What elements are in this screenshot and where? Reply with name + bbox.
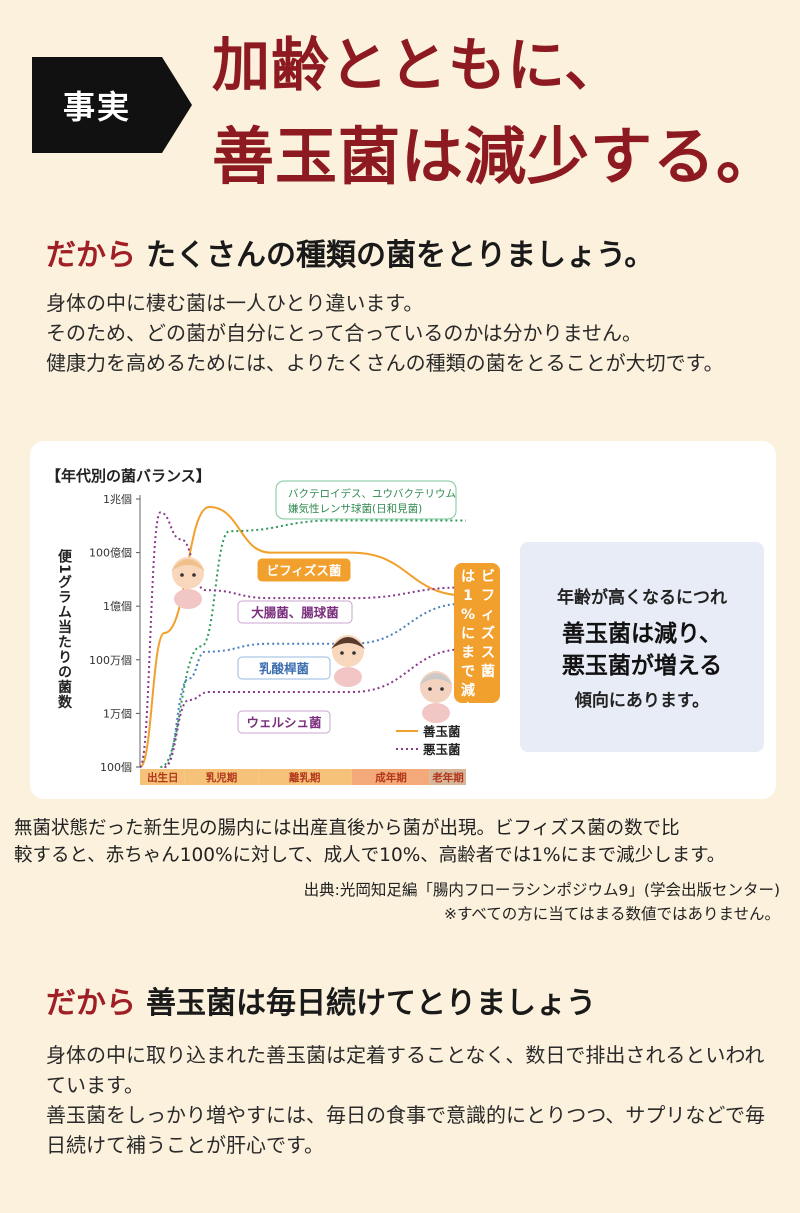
section2-title: だから善玉菌は毎日続けてとりましょう: [46, 978, 596, 1022]
section1-paragraph: そのため、どの菌が自分にとって合っているのかは分かりません。: [46, 321, 642, 345]
callout-char: ィ: [481, 607, 495, 623]
section1-body: 身体の中に棲む菌は一人ひとり違います。 そのため、どの菌が自分にとって合っている…: [46, 288, 766, 378]
baby-illustration-hair: [171, 559, 205, 571]
adult-illustration-hair: [331, 637, 365, 649]
callout-char: は: [461, 569, 475, 585]
series-label-lactobacillus: 乳酸桿菌: [259, 661, 310, 676]
summary-line4: 傾向にあります。: [574, 691, 710, 711]
caption-line: 無菌状態だった新生児の腸内には出産直後から菌が出現。ビフィズス菌の数で比: [14, 818, 680, 839]
adult-illustration-eye: [352, 651, 356, 655]
series-line: [139, 511, 467, 768]
fact-badge: 事実: [32, 57, 162, 153]
x-band-segment: [429, 769, 466, 785]
series-label-lactobacillus-box: [237, 656, 331, 680]
callout-char: !: [465, 721, 471, 737]
senior-illustration-hair: [419, 673, 453, 685]
section1-heading: たくさんの種類の菌をとりましょう。: [146, 238, 655, 273]
series-line: [139, 506, 467, 768]
badge-arrow-shape: [162, 57, 192, 153]
y-tick-label: 100万個: [89, 654, 132, 667]
x-band-segment: [184, 769, 259, 785]
callout-char: ズ: [481, 625, 495, 642]
source-line: 出典:光岡知足編「腸内フローラシンポジウム9」(学会出版センター): [303, 881, 780, 899]
callout-char: に: [461, 626, 475, 642]
series-label-bacteroides-line1: バクテロイデス、ユウバクテリウム: [288, 487, 456, 500]
summary-line3: 悪玉菌が増える: [561, 653, 723, 679]
series-line: [160, 519, 467, 768]
y-tick-label: 100個: [100, 761, 132, 774]
section2-body: 身体の中に取り込まれた善玉菌は定着することなく、数日で排出されるといわれています…: [46, 1040, 766, 1160]
caption-line: 較すると、赤ちゃん100%に対して、成人で10%、高齢者では1%にまで減少します…: [14, 845, 726, 866]
x-category-label: 出生日: [147, 771, 179, 784]
y-tick-label: 100億個: [89, 547, 132, 560]
y-tick-label: 1億個: [103, 600, 132, 613]
callout-char: で: [461, 664, 475, 680]
legend-label: 悪玉菌: [423, 742, 461, 757]
y-axis-label: 便1グラム当たりの菌数: [56, 548, 72, 710]
series-label-ecoli: 大腸菌、腸球菌: [251, 605, 339, 620]
callout-char: ス: [481, 645, 495, 661]
adult-illustration-body: [334, 667, 362, 687]
disclaimer-line: ※すべての方に当てはまる数値ではありません。: [443, 905, 780, 923]
series-line: [163, 602, 467, 768]
section2-paragraph: 身体の中に取り込まれた善玉菌は定着することなく、数日で排出されるといわれています…: [46, 1043, 765, 1097]
baby-illustration-eye: [192, 573, 196, 577]
section1-title: だからたくさんの種類の菌をとりましょう。: [46, 230, 654, 274]
x-category-label: 乳児期: [206, 771, 238, 784]
series-label-welch-box: [237, 710, 331, 734]
callout-char: ビ: [481, 569, 495, 585]
callout-char: 菌: [481, 663, 495, 680]
x-category-label: 成年期: [375, 771, 407, 784]
section2-lead: だから: [46, 986, 136, 1021]
adult-illustration-eye: [340, 651, 344, 655]
legend-label: 善玉菌: [423, 724, 461, 739]
callout-char: フ: [481, 588, 495, 604]
summary-line1: 年齢が高くなるにつれ: [557, 588, 727, 608]
callout-char: 減: [461, 682, 475, 699]
hero-headline-line1: 加齢とともに、: [212, 31, 624, 99]
chart-caption: 無菌状態だった新生児の腸内には出産直後から菌が出現。ビフィズス菌の数で比 較する…: [14, 815, 790, 869]
series-label-ecoli-box: [237, 600, 353, 624]
callout-char: %: [461, 607, 475, 623]
y-tick-label: 1兆個: [103, 493, 132, 506]
series-label-welch: ウェルシュ菌: [246, 715, 322, 730]
section1-paragraph: 身体の中に棲む菌は一人ひとり違います。: [46, 291, 424, 315]
section1-lead: だから: [46, 238, 136, 273]
senior-illustration-body: [422, 703, 450, 723]
baby-illustration-body: [174, 589, 202, 609]
section2-heading: 善玉菌は毎日続けてとりましょう: [146, 986, 596, 1021]
series-label-bacteroides-line2: 嫌気性レンサ球菌(日和見菌): [288, 502, 422, 515]
baby-illustration-eye: [180, 573, 184, 577]
x-band-segment: [258, 769, 352, 785]
callout-char: ま: [461, 645, 475, 661]
bacteria-balance-chart: 【年代別の菌バランス】 1兆個 100億個 1億個 100万個 1万個 100個 便1グラム当…: [46, 467, 500, 785]
series-label-bacteroides-box: [275, 480, 457, 520]
x-band-segment: [351, 769, 430, 785]
x-category-label: 離乳期: [289, 771, 321, 784]
x-category-label: 老年期: [431, 771, 464, 784]
series-label-bifidus: ビフィズス菌: [267, 563, 342, 578]
x-band-segment: [140, 769, 185, 785]
callout-box: [454, 563, 500, 703]
source-note: 出典:光岡知足編「腸内フローラシンポジウム9」(学会出版センター) ※すべての方…: [304, 878, 780, 926]
senior-illustration-eye: [440, 687, 444, 691]
callout-char: 少: [460, 701, 475, 718]
series-line: [163, 648, 467, 768]
series-label-bifidus-box: [257, 558, 351, 582]
senior-illustration-eye: [428, 687, 432, 691]
y-tick-label: 1万個: [103, 707, 132, 720]
chart-title: 【年代別の菌バランス】: [46, 467, 211, 485]
summary-box: 年齢が高くなるにつれ 善玉菌は減り、 悪玉菌が増える 傾向にあります。: [520, 542, 764, 752]
callout-char: 1: [463, 588, 473, 604]
section1-paragraph: 健康力を高めるためには、よりたくさんの種類の菌をとることが大切です。: [46, 351, 724, 375]
section2-paragraph: 善玉菌をしっかり増やすには、毎日の食事で意識的にとりつつ、サプリなどで毎日続けて…: [46, 1103, 765, 1157]
hero-headline-line2: 善玉菌は減少する。: [212, 120, 780, 193]
summary-line2: 善玉菌は減り、: [561, 621, 723, 647]
